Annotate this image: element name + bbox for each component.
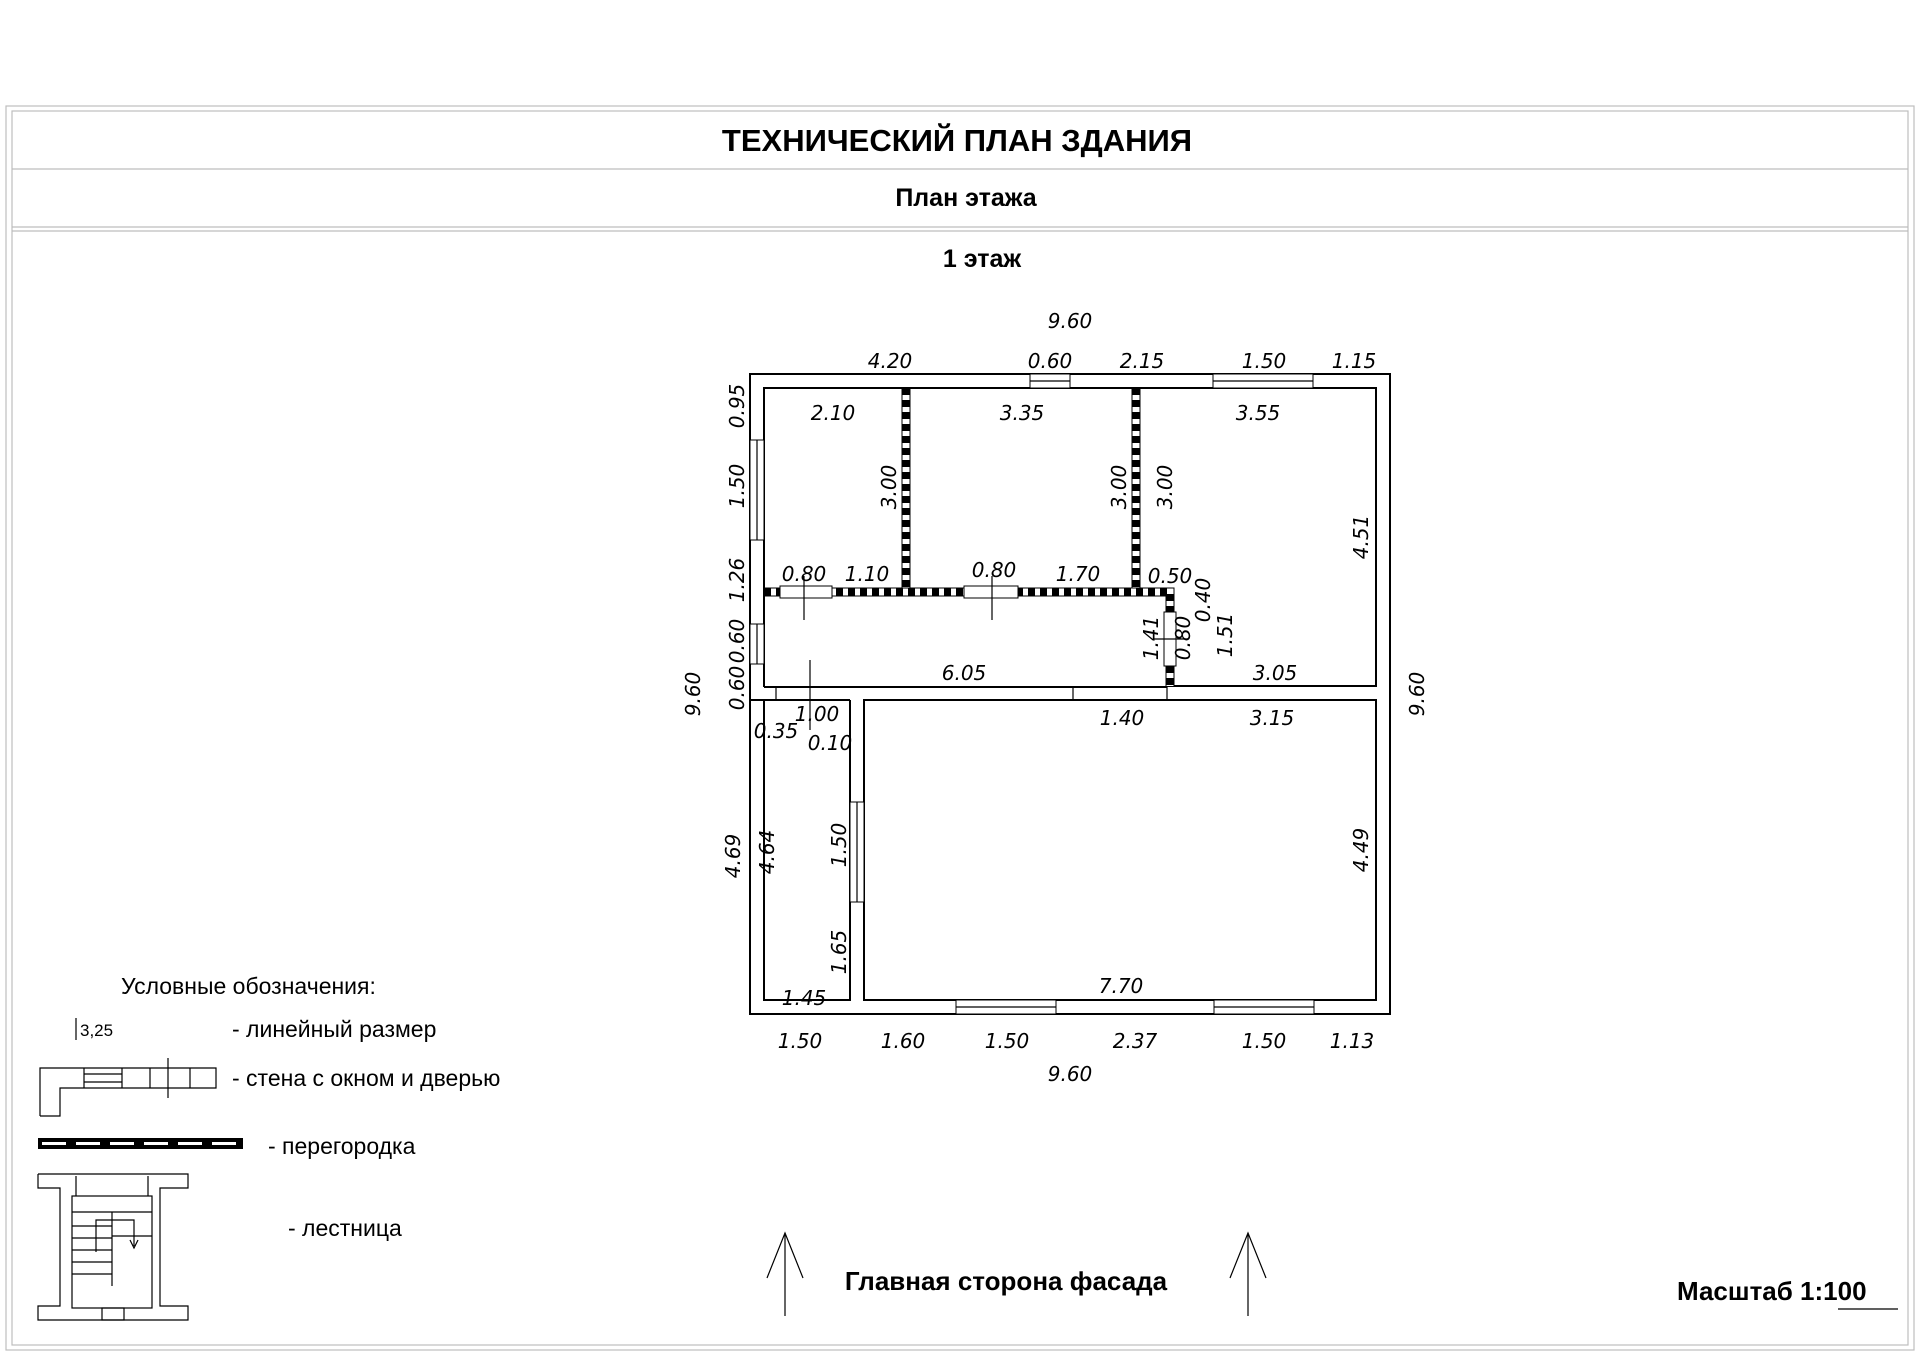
dim-seg-040: 0.40 — [1191, 578, 1215, 623]
dim-big-449: 4.49 — [1349, 828, 1373, 873]
arrow-up-icon — [766, 1231, 804, 1316]
dim-seg-140: 1.40 — [1100, 706, 1145, 730]
dim-room2-h: 3.00 — [1107, 465, 1131, 510]
dim-seg-035: 0.35 — [754, 719, 799, 743]
dim-left-095: 0.95 — [725, 384, 749, 429]
dim-room3-h-b: 4.51 — [1349, 515, 1373, 560]
dim-seg-151: 1.51 — [1213, 613, 1237, 658]
outer-wall — [749, 373, 1391, 1015]
dim-seg-170: 1.70 — [1056, 562, 1101, 586]
dim-top-150: 1.50 — [1242, 349, 1287, 373]
partitions — [764, 388, 1177, 686]
legend-wall-symbol — [39, 1058, 217, 1117]
dim-left-469: 4.69 — [721, 834, 745, 879]
floor-label: 1 этаж — [943, 245, 1021, 273]
upper-inner-wall — [763, 387, 1377, 687]
dim-bot-113: 1.13 — [1330, 1029, 1375, 1053]
door-markers — [803, 576, 1188, 730]
dim-top-420: 4.20 — [868, 349, 913, 373]
dim-hall-w: 6.05 — [942, 661, 987, 685]
living-room-wall — [863, 699, 1377, 1001]
dim-seg-315: 3.15 — [1250, 706, 1295, 730]
dim-seg-110: 1.10 — [845, 562, 890, 586]
dim-room3-h-a: 3.00 — [1153, 465, 1177, 510]
legend-stairs: - лестница — [288, 1215, 402, 1241]
dim-top-115: 1.15 — [1332, 349, 1377, 373]
dim-seg-141: 1.41 — [1139, 616, 1163, 661]
floor-plan: 9.60 4.20 0.60 2.15 1.50 1.15 2.10 3.35 … — [681, 309, 1429, 1086]
dim-bottom-145: 1.45 — [782, 986, 827, 1010]
legend-stairs-symbol — [37, 1173, 189, 1321]
windows — [749, 373, 1315, 1015]
dim-door-100: 1.00 — [795, 702, 840, 726]
page-subtitle: План этажа — [895, 184, 1037, 212]
dim-total-bottom: 9.60 — [1048, 1062, 1093, 1086]
arrow-up-icon — [1229, 1231, 1267, 1316]
dim-room1-w: 2.10 — [811, 401, 856, 425]
dim-door-080a: 0.80 — [782, 562, 827, 586]
dim-left-150: 1.50 — [725, 464, 749, 509]
dim-bot-237: 2.37 — [1113, 1029, 1158, 1053]
dim-top-060: 0.60 — [1028, 349, 1073, 373]
dim-bot-160: 1.60 — [881, 1029, 926, 1053]
dim-seg-080v: 0.80 — [1171, 616, 1195, 661]
dim-left-126: 1.26 — [725, 558, 749, 603]
facade-caption: Главная сторона фасада — [845, 1266, 1168, 1296]
dim-seg-010: 0.10 — [808, 731, 853, 755]
legend-linear-size: - линейный размер — [232, 1016, 436, 1042]
dim-left-060a: 0.60 — [725, 619, 749, 664]
dim-total-right: 9.60 — [1405, 672, 1429, 717]
page-title: ТЕХНИЧЕСКИЙ ПЛАН ЗДАНИЯ — [722, 122, 1192, 158]
dimension-labels: 9.60 4.20 0.60 2.15 1.50 1.15 2.10 3.35 … — [681, 309, 1429, 1086]
legend-partition: - перегородка — [268, 1133, 416, 1159]
facade-arrows — [766, 1231, 1267, 1316]
dim-door-080b: 0.80 — [972, 558, 1017, 582]
dim-total-top: 9.60 — [1048, 309, 1093, 333]
dim-bot-150a: 1.50 — [778, 1029, 823, 1053]
dim-bot-150c: 1.50 — [1242, 1029, 1287, 1053]
sheet-frame — [5, 105, 1915, 1351]
dim-room2-w: 3.35 — [1000, 401, 1045, 425]
dim-win-150v: 1.50 — [827, 823, 851, 868]
dim-seg-165: 1.65 — [827, 930, 851, 975]
dim-left-060b: 0.60 — [725, 666, 749, 711]
legend-partition-symbol — [38, 1138, 243, 1149]
scale-label: Масштаб 1:100 — [1677, 1276, 1867, 1306]
legend: Условные обозначения: 3,25 - линейный ра… — [37, 973, 500, 1321]
dim-top-215: 2.15 — [1120, 349, 1165, 373]
dim-left-464: 4.64 — [755, 830, 779, 875]
dim-room3-w: 3.55 — [1236, 401, 1281, 425]
legend-title: Условные обозначения: — [121, 973, 376, 999]
dim-right-305: 3.05 — [1253, 661, 1298, 685]
dim-room1-h: 3.00 — [877, 465, 901, 510]
dim-seg-050: 0.50 — [1148, 564, 1193, 588]
dim-total-left: 9.60 — [681, 672, 705, 717]
dim-bot-150b: 1.50 — [985, 1029, 1030, 1053]
legend-sample-size: 3,25 — [80, 1021, 113, 1040]
dim-big-770: 7.70 — [1099, 974, 1144, 998]
legend-wall-window-door: - стена с окном и дверью — [232, 1065, 500, 1091]
